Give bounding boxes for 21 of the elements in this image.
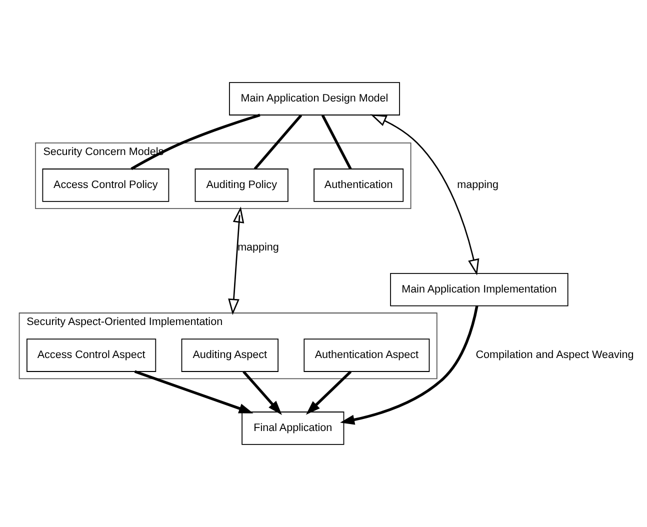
node-box: Authentication Aspect bbox=[304, 338, 430, 372]
connector bbox=[321, 114, 352, 170]
connector bbox=[254, 114, 302, 170]
arrow bbox=[242, 370, 282, 415]
connector bbox=[130, 114, 260, 170]
node-box: Main Application Design Model bbox=[229, 82, 400, 116]
edge-label: Compilation and Aspect Weaving bbox=[476, 349, 634, 362]
node-box: Main Application Implementation bbox=[390, 272, 568, 306]
node-box: Authentication bbox=[314, 168, 404, 202]
arrow bbox=[306, 370, 352, 415]
edge-label: mapping bbox=[457, 178, 499, 191]
node-box: Access Control Aspect bbox=[26, 338, 156, 372]
node-box: Auditing Policy bbox=[194, 168, 288, 202]
arrow bbox=[228, 206, 244, 316]
node-box: Access Control Policy bbox=[42, 168, 170, 202]
arrow bbox=[370, 114, 480, 276]
node-box: Final Application bbox=[242, 412, 344, 445]
node-box: Auditing Aspect bbox=[181, 338, 278, 372]
arrow bbox=[340, 306, 478, 425]
arrow bbox=[134, 370, 254, 414]
edge-label: mapping bbox=[238, 242, 279, 254]
